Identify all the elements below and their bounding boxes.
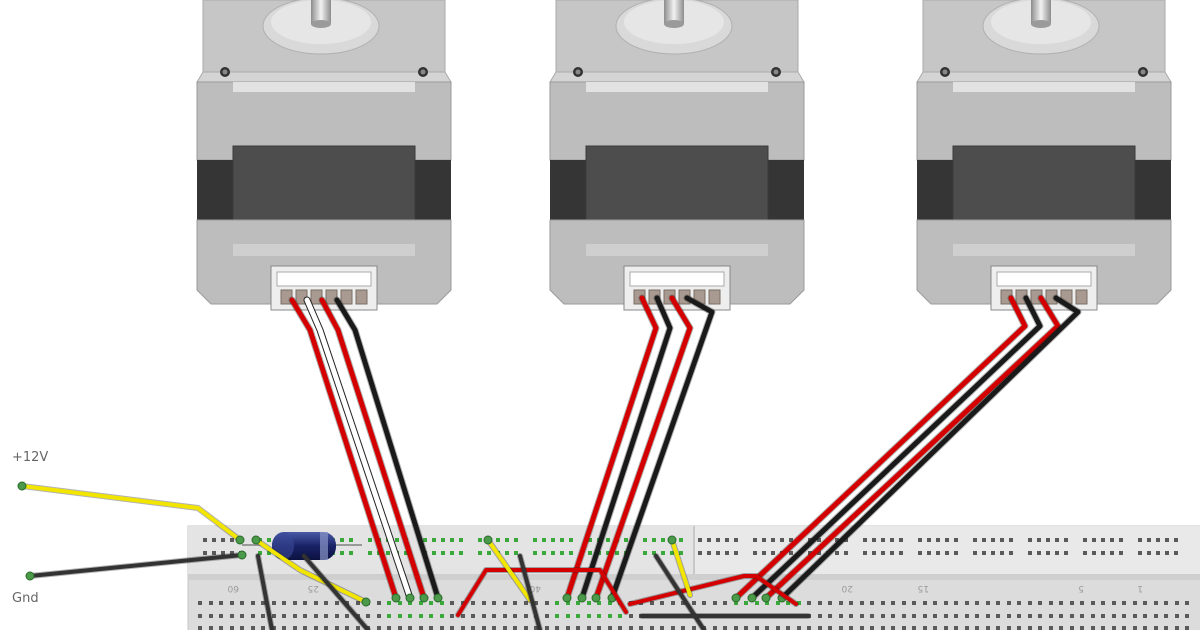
motor-1-wire-black [334,297,441,601]
ground-label: Gnd [12,591,39,606]
motor-2-wire-red [593,295,693,601]
ground-wire [256,554,274,630]
motor-3-wire-red [763,295,1061,601]
jumper-wire-red [456,568,628,617]
jumper-wire-dark [518,554,542,630]
motor-2-wire-black [609,295,715,601]
motor-1-wire-red [319,297,427,601]
electrolytic-capacitor [242,532,362,560]
stepper-motor-3 [916,0,1172,311]
power-wire-yellow [20,484,242,542]
motor-1-wire-white [304,297,413,601]
power-wire-yellow [254,538,368,604]
breadboard-column-number: 60 [227,583,239,593]
motor-2-wire-red [564,295,659,601]
breadboard-column-number: 40 [529,583,541,593]
breadboard-column-number: 1 [1137,583,1143,593]
motor-3-wire-red [733,295,1028,601]
motor-1-wire-red [289,297,399,601]
motor-2-wire-black [579,295,673,601]
stepper-motor-2 [549,0,805,311]
breadboard-column-number: 20 [841,583,853,593]
ground-wire [28,553,244,578]
power-label: +12V [12,450,48,465]
jumper-wire-yellow [486,538,532,602]
breadboard-column-number: 25 [308,583,319,593]
stepper-motor-1 [196,0,452,311]
ground-wire [302,554,370,630]
motor-3-wire-black [749,295,1043,601]
motor-3-wire-black [779,295,1081,601]
breadboard-column-number: 15 [918,583,929,593]
jumper-wire-yellow [670,538,692,597]
wires [17,294,1082,630]
breadboard-column-number: 5 [1078,583,1084,593]
